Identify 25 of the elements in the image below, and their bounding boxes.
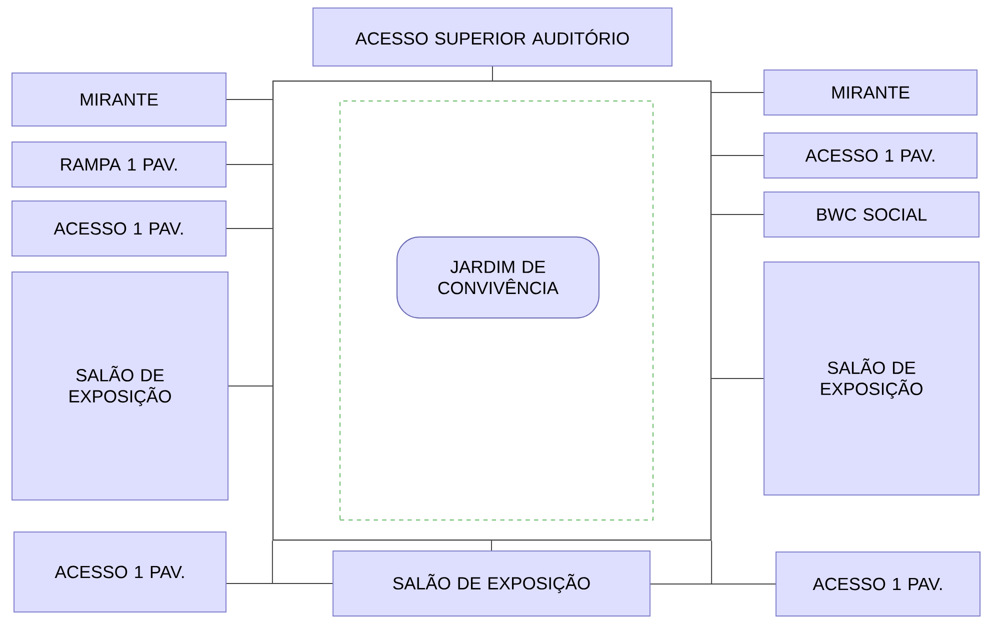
connector-line	[711, 155, 764, 156]
garden-area	[340, 100, 654, 520]
room-box: MIRANTE	[12, 72, 226, 126]
room-box: SALÃO DE EXPOSIÇÃO	[332, 550, 651, 616]
connector-line	[711, 92, 764, 93]
connector-line	[226, 164, 273, 165]
room-box: ACESSO 1 PAV.	[12, 200, 226, 256]
room-box: SALÃO DE EXPOSIÇÃO	[12, 272, 228, 500]
room-box: ACESSO 1 PAV.	[14, 532, 226, 612]
connector-line	[491, 540, 492, 552]
connector-line	[226, 228, 273, 229]
room-box: MIRANTE	[764, 69, 978, 116]
room-box: ACESSO SUPERIOR AUDITÓRIO	[312, 8, 672, 66]
courtyard-frame	[272, 80, 712, 541]
connector-line	[226, 583, 334, 584]
connector-line	[492, 66, 493, 81]
connector-line	[711, 378, 764, 379]
garden-label: JARDIM DE CONVIVÊNCIA	[396, 236, 600, 318]
connector-line	[226, 99, 273, 100]
room-box: ACESSO 1 PAV.	[776, 552, 980, 616]
room-box: RAMPA 1 PAV.	[12, 141, 226, 188]
room-box: ACESSO 1 PAV.	[764, 132, 978, 178]
room-box: BWC SOCIAL	[764, 192, 980, 238]
connector-line	[711, 214, 764, 215]
room-box: SALÃO DE EXPOSIÇÃO	[764, 262, 980, 496]
